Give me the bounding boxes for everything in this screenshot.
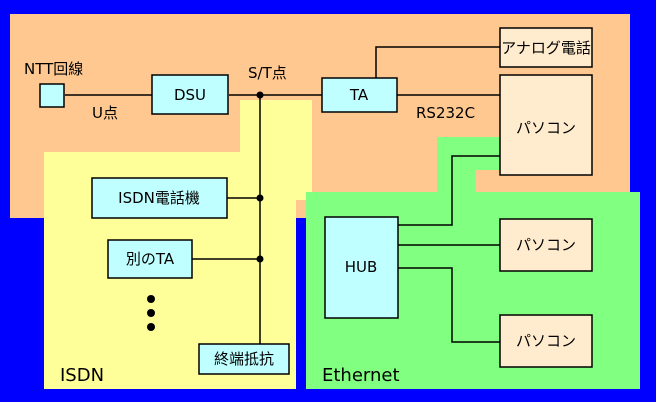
pc-top-box bbox=[499, 74, 593, 176]
dsu-label: DSU bbox=[174, 86, 206, 104]
ellipsis-dot bbox=[147, 309, 155, 317]
pc-middle-box bbox=[499, 218, 593, 272]
hub-label: HUB bbox=[345, 258, 378, 276]
junction-dot bbox=[256, 255, 264, 263]
pc-bottom-box bbox=[499, 314, 593, 368]
ta-box bbox=[321, 77, 398, 113]
ntt-terminal-box bbox=[39, 83, 65, 108]
st-point-label: S/T点 bbox=[248, 64, 287, 82]
other-ta-box bbox=[107, 239, 193, 279]
terminator-label: 終端抵抗 bbox=[214, 350, 274, 368]
terminator-box bbox=[198, 343, 290, 375]
isdn-region-label: ISDN bbox=[60, 365, 104, 386]
u-point-label: U点 bbox=[92, 104, 118, 122]
junction-dot bbox=[256, 194, 264, 202]
ellipsis-dots bbox=[147, 295, 155, 331]
isdn-phone-label: ISDN電話機 bbox=[118, 189, 200, 207]
junction-dots bbox=[256, 91, 264, 263]
other-ta-label: 別のTA bbox=[126, 250, 175, 268]
ntt-line-label: NTT回線 bbox=[24, 60, 83, 78]
ethernet-region-label: Ethernet bbox=[322, 365, 400, 386]
junction-dot bbox=[256, 91, 264, 99]
hub-box bbox=[324, 216, 399, 319]
ellipsis-dot bbox=[147, 323, 155, 331]
pc-bottom-label: パソコン bbox=[516, 332, 576, 350]
pc-top-label: パソコン bbox=[516, 119, 576, 137]
rs232c-label: RS232C bbox=[416, 104, 475, 122]
ellipsis-dot bbox=[147, 295, 155, 303]
analog-phone-box bbox=[499, 27, 593, 68]
pc-middle-label: パソコン bbox=[516, 236, 576, 254]
analog-phone-label: アナログ電話 bbox=[501, 39, 591, 57]
isdn-phone-box bbox=[91, 177, 228, 219]
ta-label: TA bbox=[349, 86, 369, 104]
line-hub-pc-top bbox=[398, 155, 500, 226]
line-ta-analog-phone bbox=[375, 46, 500, 78]
dsu-box bbox=[151, 74, 229, 115]
line-hub-pc-bottom bbox=[398, 267, 500, 343]
connection-lines bbox=[65, 46, 500, 344]
